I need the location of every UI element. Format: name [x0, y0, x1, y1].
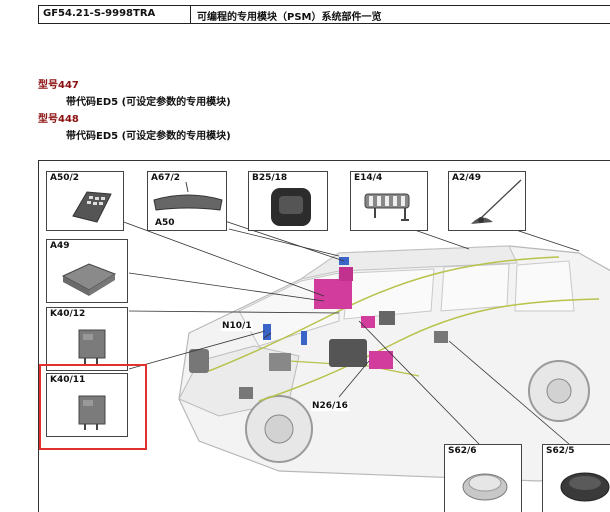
component-box-s62-6: S62/6 [444, 444, 522, 512]
interior-part [434, 331, 448, 343]
highlight-frame [39, 364, 147, 450]
component-label: A49 [50, 241, 70, 251]
psm-module [339, 267, 353, 281]
component-box-b25-18: B25/18 [248, 171, 328, 231]
switch-icon [560, 472, 610, 502]
side-window [514, 260, 575, 312]
component-label: B25/18 [252, 173, 288, 183]
control-unit-icon [61, 263, 117, 296]
component-diagram: A50/2 A67/2 A50 B25/18 E14/4 A2/49 [38, 160, 610, 512]
component-label: N10/1 [221, 321, 253, 331]
psm-module [314, 279, 352, 309]
component-box-a2-49: A2/49 [448, 171, 526, 231]
relay-icon [78, 329, 106, 364]
component-label: S62/5 [546, 446, 575, 456]
switch-icon [462, 473, 508, 501]
component-box-e14-4: E14/4 [350, 171, 428, 231]
model-label: 型号448 [38, 114, 79, 125]
component-label: A2/49 [452, 173, 482, 183]
wiring-harness [258, 298, 600, 402]
relay-icon [78, 395, 106, 430]
component-label: N26/16 [311, 401, 349, 411]
component-box-s62-5: S62/5 [542, 444, 610, 512]
component-box-a49: A49 [46, 239, 128, 303]
sensor-icon [271, 188, 311, 226]
component-box-a50-2: A50/2 [46, 171, 124, 231]
engine-part [189, 349, 209, 373]
model-label: 型号447 [38, 80, 79, 91]
control-panel-icon [72, 191, 112, 223]
front-wheel-hub [264, 414, 294, 444]
side-window [440, 263, 510, 312]
component-label: S62/6 [448, 446, 477, 456]
connector [263, 324, 271, 340]
lamp-icon [364, 193, 410, 221]
component-label: A67/2 [151, 173, 181, 183]
engine-part [269, 353, 291, 371]
component-label: A50/2 [50, 173, 80, 183]
engine-part [239, 387, 253, 399]
leader-lines [120, 208, 580, 445]
component-label: K40/12 [50, 309, 86, 319]
document-header: GF54.21-S-9998TRA 可编程的专用模块（PSM）系统部件一览 [38, 5, 610, 24]
document-title: 可编程的专用模块（PSM）系统部件一览 [197, 12, 382, 23]
antenna-icon [471, 179, 522, 224]
component-label: K40/11 [50, 375, 86, 385]
component-box-k40-12: K40/12 [46, 307, 128, 371]
component-label: E14/4 [354, 173, 383, 183]
model-detail: 带代码ED5 (可设定参数的专用模块) [66, 131, 231, 142]
engine-part [329, 339, 367, 367]
connector [301, 331, 307, 345]
psm-module [361, 316, 375, 328]
document-code: GF54.21-S-9998TRA [39, 6, 191, 23]
component-box-k40-11: K40/11 [46, 373, 128, 437]
component-label: A50 [154, 218, 176, 228]
component-box-a67-2: A67/2 A50 [147, 171, 227, 231]
vehicle-illustration [120, 208, 610, 482]
psm-module [369, 351, 393, 369]
rearview-mirror-icon [153, 181, 223, 211]
rear-wheel-hub [546, 378, 572, 404]
engine-part [379, 311, 395, 325]
model-detail: 带代码ED5 (可设定参数的专用模块) [66, 97, 231, 108]
